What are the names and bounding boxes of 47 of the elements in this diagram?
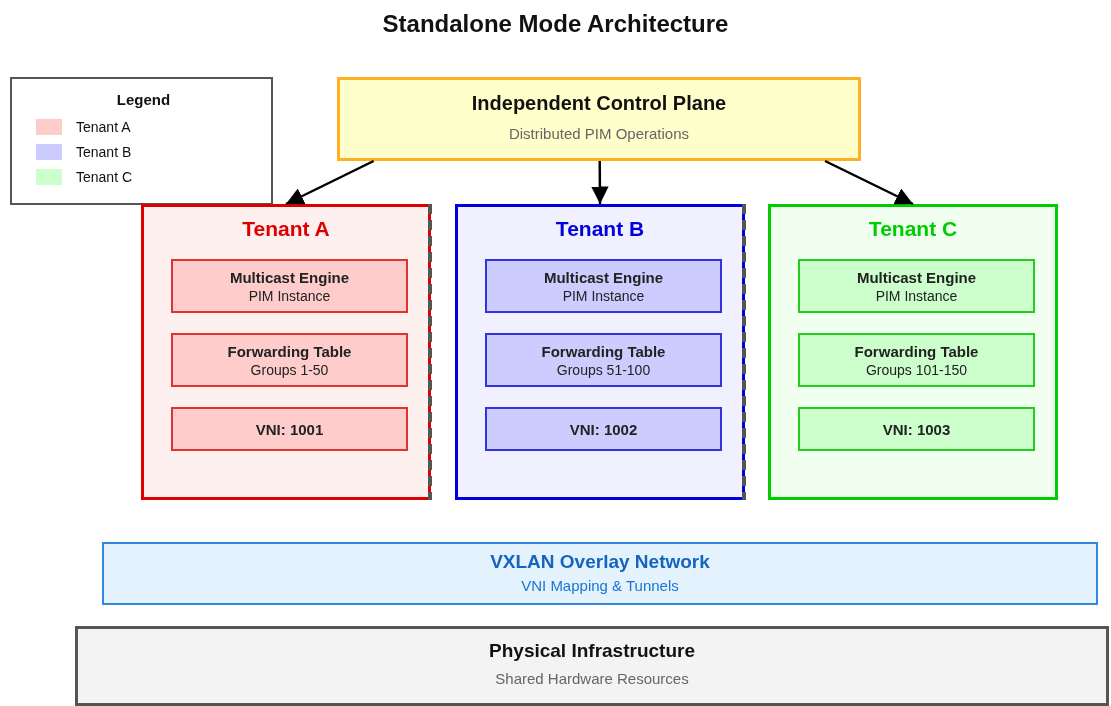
node-subtitle: PIM Instance bbox=[562, 287, 645, 304]
node-subtitle: Distributed PIM Operations bbox=[508, 125, 690, 142]
component-box bbox=[485, 259, 722, 313]
node-title: Tenant B bbox=[555, 217, 645, 241]
node-title: Forwarding Table bbox=[541, 342, 666, 360]
diagram-title: Standalone Mode Architecture bbox=[381, 10, 730, 38]
node-title: Multicast Engine bbox=[856, 268, 977, 286]
legend-label: Tenant B bbox=[76, 143, 132, 160]
control-plane-box bbox=[337, 77, 861, 161]
node-subtitle: Shared Hardware Resources bbox=[495, 670, 689, 687]
component-box bbox=[798, 333, 1035, 387]
node-title: VNI: 1003 bbox=[882, 420, 951, 438]
component-box bbox=[171, 407, 408, 451]
node-subtitle: Groups 101-150 bbox=[865, 361, 968, 378]
node-title: Physical Infrastructure bbox=[489, 640, 695, 662]
component-box bbox=[171, 259, 408, 313]
arrow bbox=[824, 159, 914, 206]
node-title: Forwarding Table bbox=[854, 342, 979, 360]
legend-title: Legend bbox=[115, 91, 172, 108]
arrow bbox=[591, 161, 609, 204]
legend-label: Tenant A bbox=[76, 118, 131, 135]
component-box bbox=[171, 333, 408, 387]
node-subtitle: VNI Mapping & Tunnels bbox=[521, 577, 679, 594]
node-title: Multicast Engine bbox=[543, 268, 664, 286]
arrow bbox=[285, 159, 375, 206]
node-subtitle: PIM Instance bbox=[248, 287, 331, 304]
component-box bbox=[485, 333, 722, 387]
node-subtitle: Groups 51-100 bbox=[556, 361, 651, 378]
node-title: VNI: 1001 bbox=[255, 420, 324, 438]
node-subtitle: PIM Instance bbox=[875, 287, 958, 304]
infrastructure-box bbox=[75, 626, 1109, 706]
tenant-container bbox=[768, 204, 1058, 500]
node-title: VXLAN Overlay Network bbox=[490, 551, 710, 573]
component-box bbox=[798, 259, 1035, 313]
tenant-container bbox=[455, 204, 745, 500]
component-box bbox=[485, 407, 722, 451]
node-title: Forwarding Table bbox=[227, 342, 352, 360]
node-subtitle: Groups 1-50 bbox=[250, 361, 329, 378]
legend-label: Tenant C bbox=[76, 168, 133, 185]
tenant-container bbox=[141, 204, 431, 500]
node-title: VNI: 1002 bbox=[569, 420, 638, 438]
overlay-network-box bbox=[102, 542, 1098, 605]
node-title: Tenant A bbox=[242, 217, 330, 241]
component-box bbox=[798, 407, 1035, 451]
node-title: Independent Control Plane bbox=[471, 92, 727, 115]
node-title: Multicast Engine bbox=[229, 268, 350, 286]
node-title: Tenant C bbox=[868, 217, 958, 241]
